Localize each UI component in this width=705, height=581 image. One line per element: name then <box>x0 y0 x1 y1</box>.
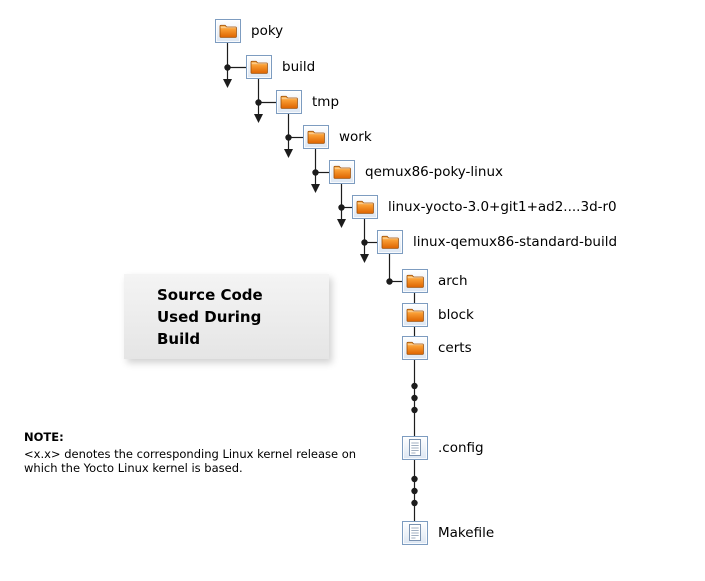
connector-standard-build-arch <box>386 254 402 285</box>
connector-qemux86-linux-yocto <box>337 184 352 228</box>
connector-poky-build <box>223 43 246 88</box>
tree-node-poky: poky <box>215 19 283 43</box>
folder-icon <box>215 19 241 43</box>
callout-line: Build <box>157 330 201 348</box>
tree-node-arch: arch <box>402 269 468 293</box>
file-icon <box>402 436 428 460</box>
tree-node-label: build <box>282 59 316 75</box>
tree-node-label: linux-qemux86-standard-build <box>413 234 618 250</box>
tree-node-dot-config: .config <box>402 436 484 460</box>
file-icon <box>402 521 428 545</box>
tree-node-label: linux-yocto-3.0+git1+ad2....3d-r0 <box>388 199 617 215</box>
folder-icon <box>377 230 403 254</box>
tree-node-label: qemux86-poky-linux <box>365 164 504 180</box>
note-text: <x.x> denotes the corresponding Linux ke… <box>24 447 357 475</box>
connector-work-qemux86 <box>311 149 329 193</box>
folder-icon <box>276 90 302 114</box>
connector-build-tmp <box>254 79 276 123</box>
tree-node-label: certs <box>438 340 472 356</box>
tree-node-linux-yocto: linux-yocto-3.0+git1+ad2....3d-r0 <box>352 195 617 219</box>
tree-node-label: tmp <box>312 94 340 110</box>
callout-line: Source Code <box>157 286 263 304</box>
tree-node-label: block <box>438 307 474 323</box>
callout-line: Used During <box>157 308 262 326</box>
tree-node-build: build <box>246 55 315 79</box>
callout-box: Source Code Used During Build <box>124 274 329 359</box>
connector-source-column <box>411 293 418 521</box>
folder-icon <box>329 160 355 184</box>
folder-icon <box>402 336 428 360</box>
tree-node-label: work <box>339 129 372 145</box>
connector-linux-yocto-standard-build <box>360 219 377 263</box>
tree-node-label: .config <box>438 440 484 456</box>
tree-node-label: arch <box>438 273 468 289</box>
tree-node-work: work <box>303 125 372 149</box>
folder-icon <box>352 195 378 219</box>
connector-tmp-work <box>284 114 303 158</box>
tree-node-tmp: tmp <box>276 90 339 114</box>
folder-icon <box>303 125 329 149</box>
folder-icon <box>246 55 272 79</box>
folder-icon <box>402 269 428 293</box>
note-label: NOTE: <box>24 430 64 444</box>
tree-node-label: Makefile <box>438 525 495 541</box>
tree-node-linux-qemux86-standard-build: linux-qemux86-standard-build <box>377 230 617 254</box>
tree-node-certs: certs <box>402 336 472 360</box>
tree-node-label: poky <box>251 23 284 39</box>
note-block: NOTE: <x.x> denotes the corresponding Li… <box>24 430 376 475</box>
tree-node-block: block <box>402 303 474 327</box>
tree-node-qemux86-poky-linux: qemux86-poky-linux <box>329 160 503 184</box>
folder-icon <box>402 303 428 327</box>
tree-node-makefile: Makefile <box>402 521 494 545</box>
